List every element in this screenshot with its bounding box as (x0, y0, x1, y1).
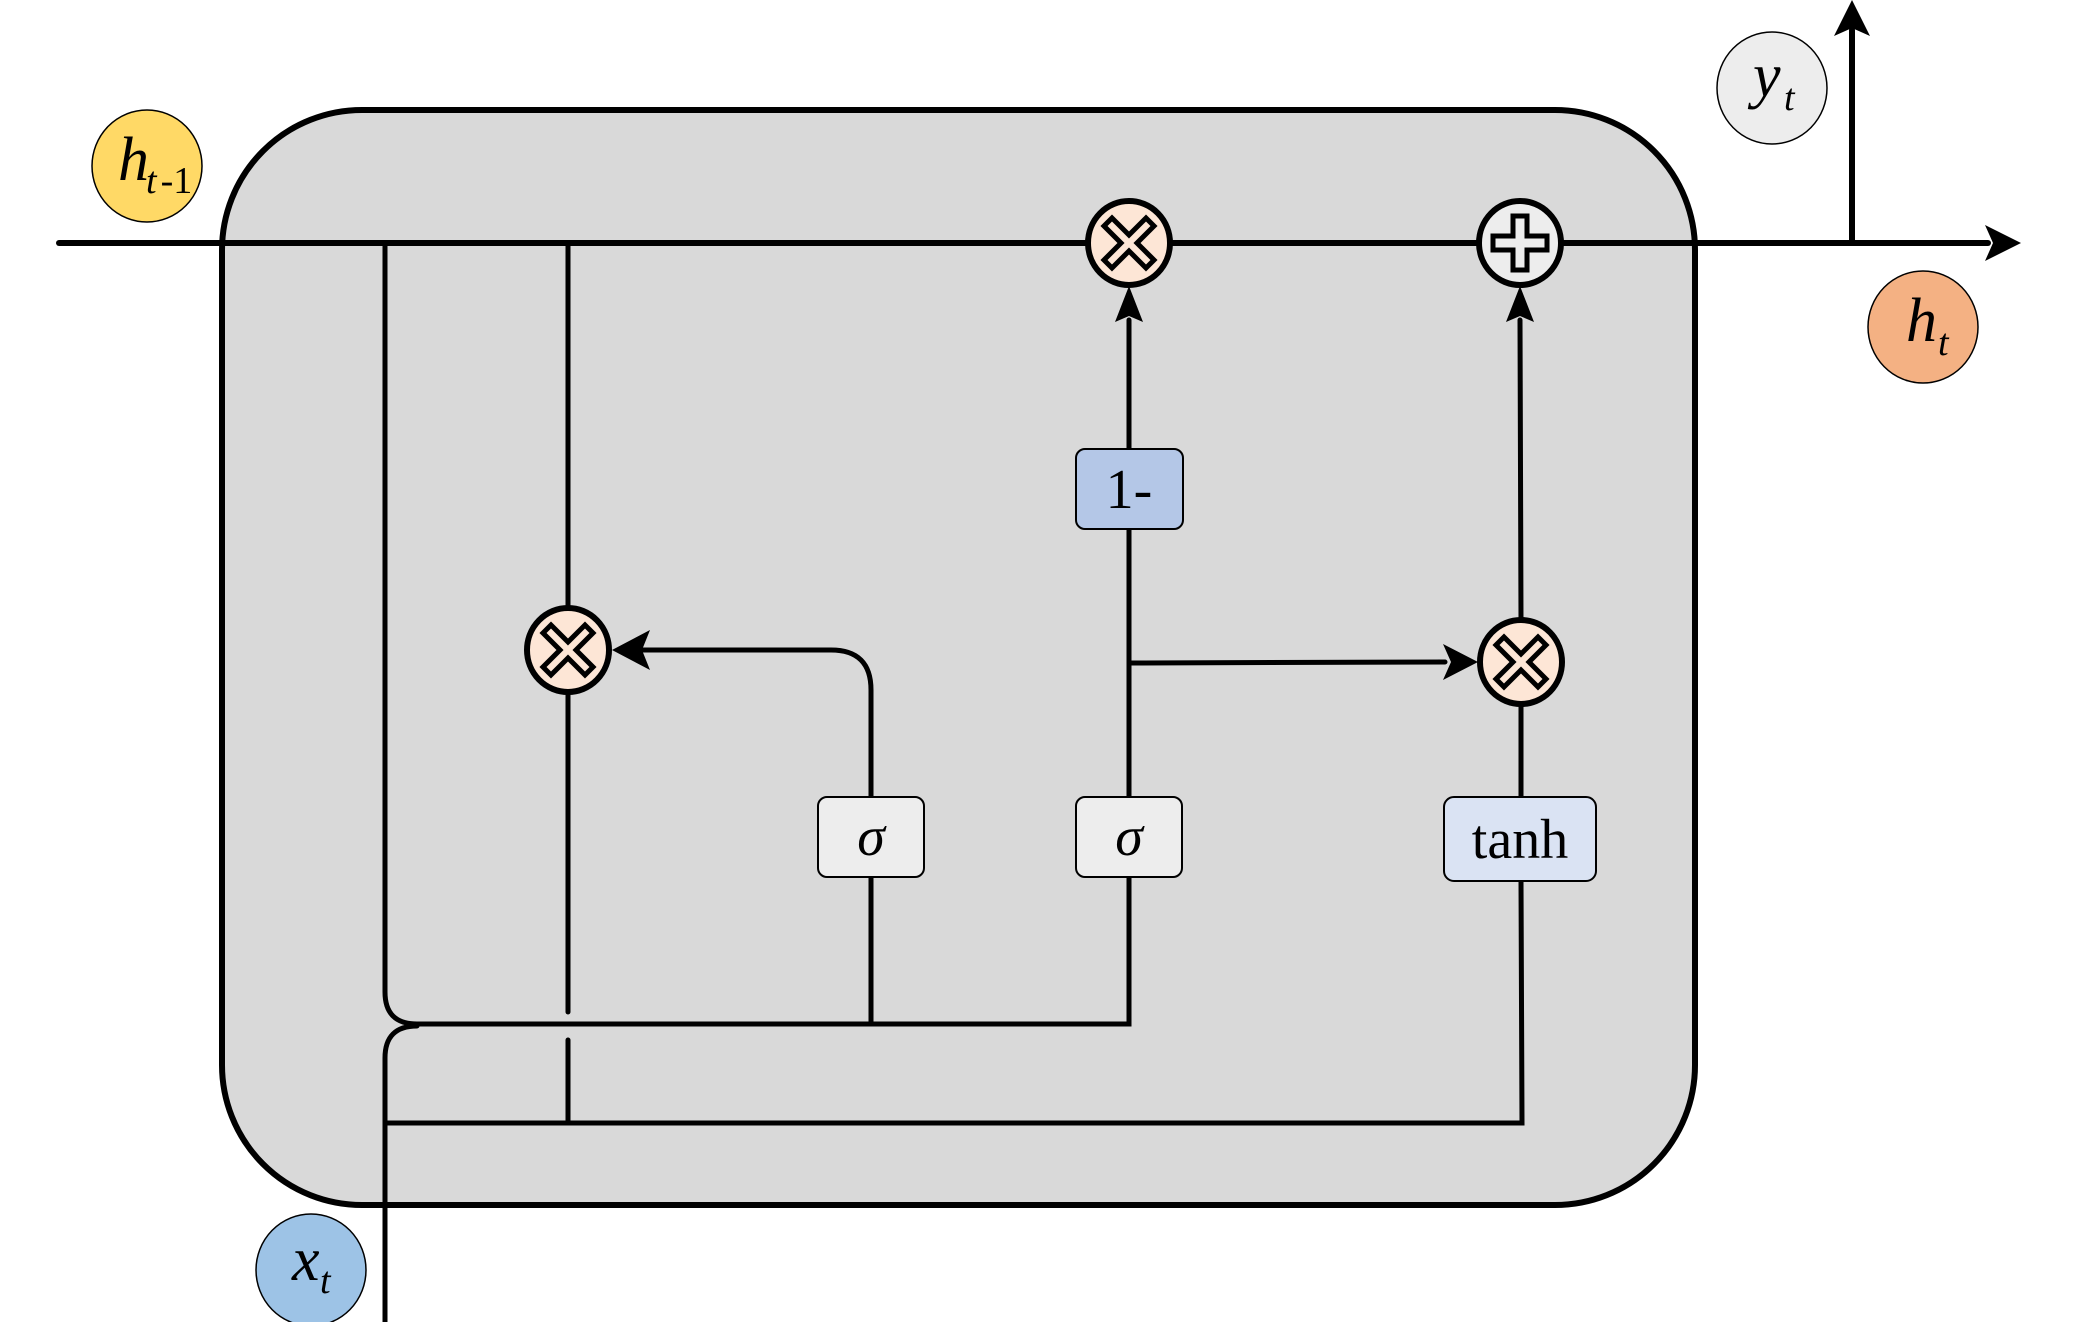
h-prev-main: h (118, 126, 149, 194)
reset-gate-sigma: σ (817, 796, 925, 878)
multiply-icon (1100, 214, 1158, 272)
svg-text:h: h (1906, 287, 1937, 355)
cell-container (219, 107, 1698, 1208)
h-prev-sub: t (146, 160, 158, 202)
update-to-candidate-mult (1126, 659, 1448, 666)
tanh-gate: tanh (1443, 796, 1597, 882)
tanh-label: tanh (1472, 809, 1568, 871)
candidate-mult-to-add (1517, 317, 1524, 622)
one-minus-label: 1- (1106, 459, 1153, 521)
output-arrowhead (1834, 0, 1870, 36)
h-t-main: h (1906, 287, 1937, 355)
h-t-node: h t (1867, 270, 1979, 384)
reset-gate-arrow (637, 647, 874, 800)
x-input-wire (382, 1023, 420, 1322)
y-t-main: y (1747, 42, 1781, 110)
svg-text:t -1: t -1 (146, 160, 192, 202)
y-t-node: y t (1716, 31, 1828, 145)
y-t-sub: t (1784, 77, 1796, 119)
x-t-sub: t (320, 1260, 332, 1302)
h-prev-node: h t -1 (91, 109, 203, 223)
update-gate-label: σ (1115, 806, 1145, 868)
svg-text:x: x (291, 1226, 320, 1294)
h-t-sub: t (1938, 322, 1950, 364)
update-gate-sigma: σ (1075, 796, 1183, 878)
multiply-icon (1492, 633, 1550, 691)
svg-text:y: y (1747, 42, 1781, 110)
top-multiply-operator (1085, 198, 1173, 288)
svg-text:t: t (1938, 322, 1950, 364)
x-t-node: x t (255, 1213, 367, 1322)
reset-gate-label: σ (857, 806, 887, 868)
x-to-tanh-wire (382, 878, 1525, 1126)
reset-multiply-operator (524, 605, 612, 695)
one-minus-gate: 1- (1075, 448, 1184, 530)
svg-text:t: t (1784, 77, 1796, 119)
multiply-icon (539, 621, 597, 679)
x-t-main: x (291, 1226, 320, 1294)
add-operator (1476, 198, 1564, 288)
svg-text:h: h (118, 126, 149, 194)
candidate-multiply-operator (1477, 617, 1565, 707)
plus-icon (1490, 213, 1550, 273)
h-prev-sub-offset: -1 (161, 160, 193, 202)
one-minus-arrowhead (1115, 286, 1143, 322)
svg-text:t: t (320, 1260, 332, 1302)
update-branch-arrowhead (1443, 644, 1478, 680)
candidate-arrowhead (1506, 286, 1534, 322)
hidden-state-arrowhead (1985, 225, 2021, 261)
reset-gate-arrowhead (612, 630, 650, 670)
